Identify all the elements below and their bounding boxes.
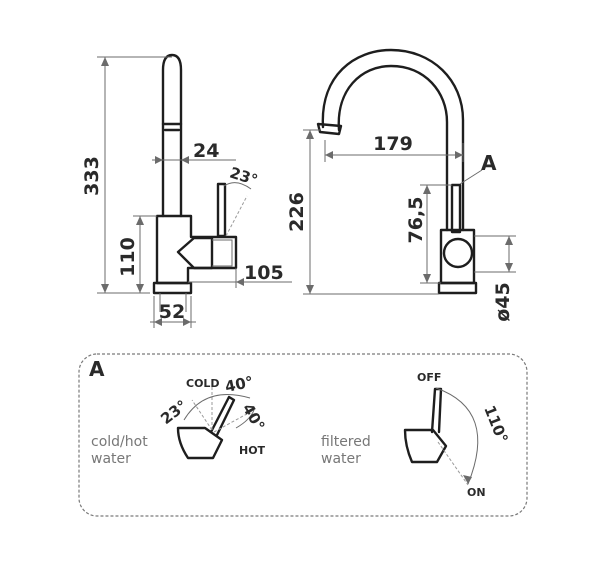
dim-333-line (97, 56, 172, 294)
dim-105-label: 105 (244, 262, 284, 284)
side-spout-aerator (161, 122, 183, 132)
front-handle (450, 183, 462, 234)
dim-52-label: 52 (159, 301, 185, 323)
detail-a-title: A (89, 357, 105, 381)
cold-hot-arc-lower (235, 409, 255, 429)
filtered-arc-arrow (463, 475, 472, 484)
dim-23-label: 23° (227, 164, 260, 190)
dim-179-label: 179 (373, 133, 413, 155)
cold-hot-lever (209, 395, 236, 437)
angle-cold-label: 40° (223, 373, 254, 397)
dim-52-arrow-right (183, 318, 191, 326)
angle-110-label: 110° (480, 403, 511, 446)
caption-filtered-line2: water (321, 451, 361, 467)
dim-24-arrow-right (181, 156, 189, 164)
detail-a-panel: A COLD HOT 40° 40° 23° cold/hot water (78, 353, 528, 517)
angle-hot-label: 40° (239, 400, 269, 434)
dim-45-arrow-bottom (505, 263, 513, 272)
dim-226-arrow-top (306, 130, 314, 139)
caption-filtered-line1: filtered (321, 434, 371, 450)
dim-45-label: ø45 (492, 282, 514, 322)
callout-a-label: A (481, 151, 497, 175)
angle-tilt-label: 23° (157, 396, 190, 428)
off-label: OFF (417, 371, 441, 384)
cold-hot-arc (183, 394, 251, 421)
cold-label: COLD (186, 377, 220, 390)
side-cartridge-detail (212, 239, 233, 267)
side-view: 333 110 24 23° 105 52 (81, 53, 292, 328)
dim-45-arrow-top (505, 236, 513, 245)
on-label: ON (467, 486, 486, 499)
filtered-body (403, 428, 448, 464)
front-body-circle (442, 237, 474, 269)
dim-333-arrow-bottom (101, 284, 109, 293)
front-gooseneck-outer (321, 48, 465, 232)
dim-110-line (133, 215, 157, 293)
front-aerator (316, 122, 343, 136)
cold-hot-body (176, 426, 224, 460)
dim-226-arrow-bottom (306, 285, 314, 294)
dim-226-line (303, 129, 439, 295)
filtered-ref-on (437, 441, 469, 486)
side-spout-pipe (161, 53, 183, 218)
dim-23-tilt-line (225, 195, 248, 237)
cold-hot-ref-tilt (191, 399, 213, 431)
dim-765-label: 76,5 (405, 197, 427, 244)
dim-52-arrow-left (154, 318, 162, 326)
dim-179-arrow-left (325, 151, 333, 159)
detail-filtered: OFF ON 110° filtered water (321, 371, 511, 499)
filtered-lever (430, 387, 443, 434)
side-lever (216, 182, 227, 238)
front-base (437, 281, 478, 295)
detail-a-frame (78, 353, 528, 517)
front-gooseneck-inner (337, 64, 449, 232)
dim-765-arrow-top (423, 185, 431, 194)
detail-cold-hot: COLD HOT 40° 40° 23° cold/hot water (91, 373, 268, 467)
dim-333-arrow-top (101, 57, 109, 66)
hot-label: HOT (239, 444, 266, 457)
dim-226-label: 226 (286, 192, 308, 232)
filtered-arc (435, 387, 479, 485)
dim-24-arrow-left (155, 156, 163, 164)
dim-105-arrow (236, 278, 244, 286)
dim-110-label: 110 (117, 237, 139, 277)
front-view: 179 A 226 76,5 ø45 (286, 48, 516, 322)
side-base-plate (152, 281, 193, 295)
dim-179-arrow-right (455, 151, 463, 159)
caption-cold-hot-line1: cold/hot (91, 434, 148, 450)
dim-110-arrow-bottom (136, 284, 144, 293)
dim-23-arc (223, 182, 252, 190)
dim-179-line (324, 140, 464, 162)
side-cartridge (176, 236, 214, 270)
dim-765-line (420, 184, 452, 284)
caption-cold-hot-line2: water (91, 451, 131, 467)
callout-a-leader (459, 169, 483, 185)
dim-765-arrow-bottom (423, 274, 431, 283)
cold-hot-ref-hot (213, 409, 255, 433)
dim-24-label: 24 (193, 140, 219, 162)
side-shank (159, 293, 187, 312)
dim-333-label: 333 (81, 156, 103, 196)
dim-110-arrow-top (136, 216, 144, 225)
